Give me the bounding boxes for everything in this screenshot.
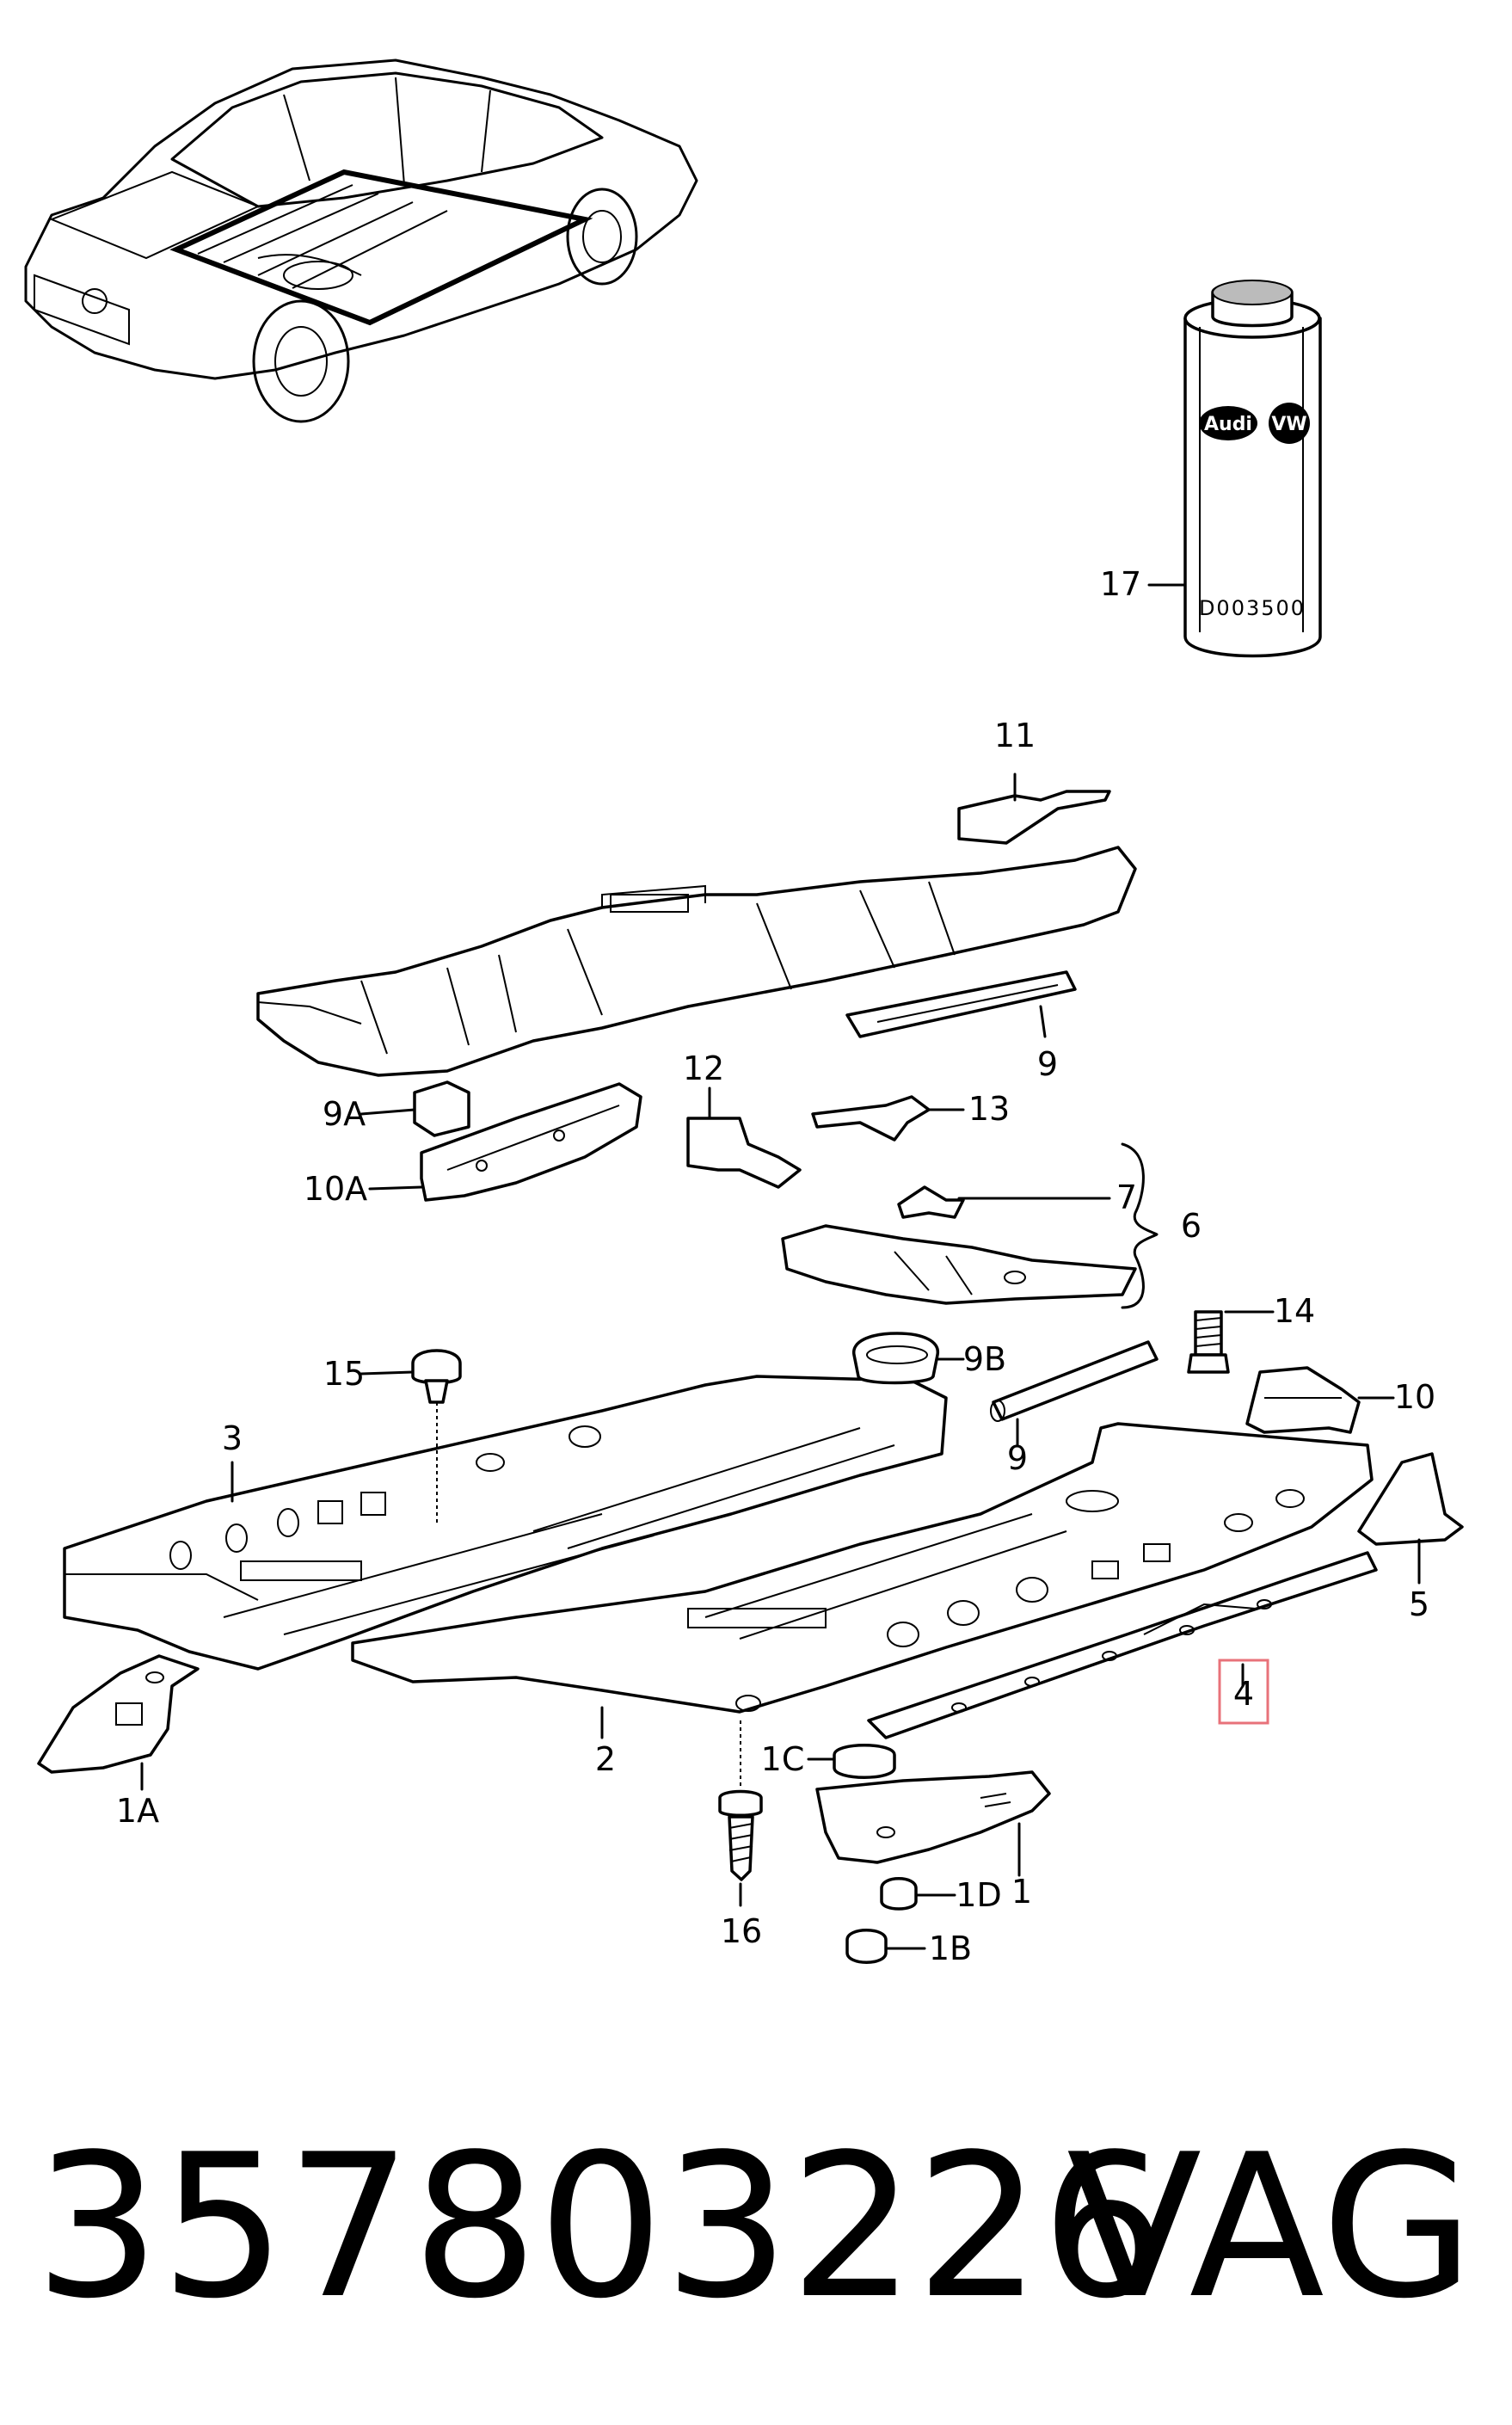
sealant-can-illustration: Audi VW D003500 — [1183, 280, 1322, 658]
callout-14: 14 — [1274, 1292, 1315, 1330]
member-10A-part — [420, 1082, 642, 1202]
callout-2: 2 — [595, 1740, 616, 1778]
block-9A-part — [413, 1080, 470, 1137]
callout-9B: 9B — [963, 1340, 1006, 1378]
can-logo-left: Audi — [1204, 414, 1252, 435]
callout-13: 13 — [968, 1090, 1010, 1128]
callout-1A: 1A — [116, 1792, 159, 1830]
callout-1D: 1D — [956, 1876, 1001, 1914]
bracket-6-brace — [1121, 1142, 1159, 1309]
callout-1B: 1B — [929, 1930, 972, 1967]
bracket-10-part — [1245, 1366, 1361, 1434]
centre-tunnel-part — [256, 846, 1137, 1077]
callout-6: 6 — [1181, 1207, 1202, 1245]
brand-name: VAG — [1066, 2113, 1475, 2342]
callout-15: 15 — [323, 1355, 365, 1393]
callout-leader-lines — [140, 583, 1421, 1950]
cap-1D-part — [880, 1877, 918, 1911]
screw-14-part — [1187, 1310, 1230, 1374]
callout-7: 7 — [1116, 1179, 1137, 1216]
callout-1: 1 — [1011, 1873, 1032, 1911]
cap-1B-part — [845, 1929, 888, 1964]
callout-1C: 1C — [761, 1740, 805, 1778]
assembly-6-part — [781, 1224, 1137, 1305]
floor-panel-2-part — [351, 1422, 1374, 1714]
callout-4: 4 — [1233, 1675, 1254, 1713]
callout-5: 5 — [1409, 1585, 1429, 1623]
plug-15-part — [411, 1349, 462, 1404]
callout-4-highlight-box — [1218, 1659, 1269, 1725]
callout-16: 16 — [721, 1912, 762, 1950]
callout-9-mid: 9 — [1007, 1439, 1028, 1477]
can-code: D003500 — [1199, 596, 1306, 620]
bracket-11-part — [957, 790, 1111, 845]
part-number: 357803226 — [34, 2113, 1167, 2342]
car-overview-illustration — [24, 58, 698, 423]
callout-3: 3 — [222, 1419, 243, 1457]
jack-support-1-part — [815, 1770, 1051, 1864]
rail-9-top-part — [845, 970, 1077, 1038]
bracket-12-part — [686, 1117, 802, 1189]
grommet-9B-part — [852, 1332, 939, 1385]
callout-10: 10 — [1394, 1378, 1435, 1416]
callout-11: 11 — [994, 717, 1036, 754]
floor-panel-3-part — [63, 1375, 948, 1671]
footer-caption: 357803226 VAG — [34, 2099, 1497, 2357]
can-logo-right: VW — [1271, 414, 1306, 435]
callout-10A: 10A — [304, 1170, 367, 1208]
screw-16-part — [718, 1789, 763, 1881]
sill-rail-4-part — [867, 1551, 1378, 1739]
callout-12: 12 — [683, 1049, 724, 1087]
bracket-5-part — [1357, 1452, 1464, 1546]
rod-9-part — [990, 1340, 1159, 1422]
bracket-7-part — [897, 1185, 965, 1219]
callout-9A: 9A — [323, 1095, 366, 1133]
grommet-1C-part — [833, 1744, 896, 1779]
bracket-13-part — [811, 1095, 931, 1142]
callout-9-top: 9 — [1037, 1045, 1058, 1083]
callout-17: 17 — [1100, 565, 1141, 603]
bracket-1A-part — [37, 1654, 200, 1774]
